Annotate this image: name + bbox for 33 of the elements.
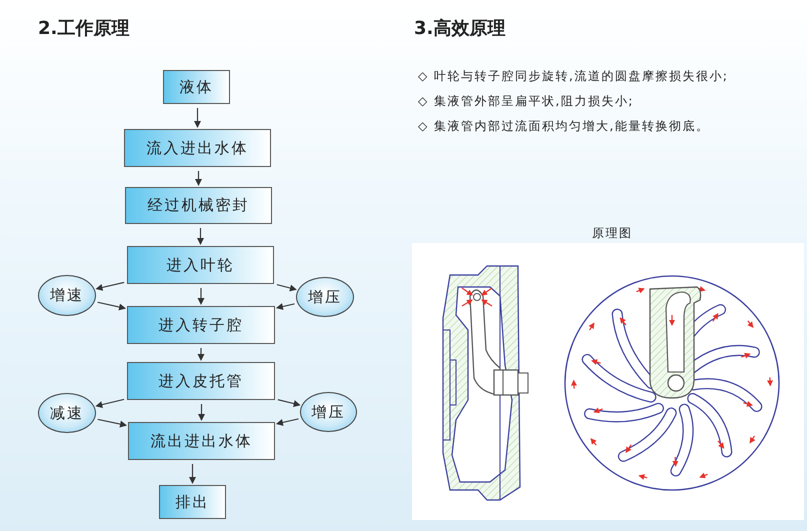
- arrow: [198, 288, 204, 305]
- bullet-text: ◇ 叶轮与转子腔同步旋转,流道的圆盘摩擦损失很小;: [418, 68, 728, 85]
- process-box: 液体: [163, 70, 230, 104]
- arrow: [95, 398, 124, 408]
- bullet-text: ◇ 集液管内部过流面积均匀增大,能量转换彻底。: [418, 118, 710, 135]
- arrow: [197, 228, 204, 245]
- bullet-text: ◇ 集液管外部呈扁平状,阻力损失小;: [418, 93, 634, 110]
- arrow: [195, 171, 202, 186]
- arrow: [276, 418, 299, 426]
- arrow: [189, 464, 196, 484]
- arrow: [276, 303, 295, 310]
- arrow: [276, 284, 297, 292]
- section-heading: 3.高效原理: [414, 17, 506, 40]
- arrow: [194, 108, 201, 128]
- arrow: [278, 399, 301, 407]
- arrow: [198, 348, 204, 361]
- oval-node: 增压: [300, 392, 357, 432]
- section-heading: 2.工作原理: [38, 17, 130, 40]
- oval-node: 减速: [38, 393, 96, 433]
- process-box: 经过机械密封: [125, 187, 272, 224]
- oval-node: 增压: [296, 277, 354, 317]
- process-box: 流入进出水体: [124, 129, 271, 167]
- process-box: 进入叶轮: [127, 246, 274, 284]
- process-box: 流出进出水体: [128, 422, 275, 460]
- arrow: [198, 404, 205, 421]
- process-box: 进入转子腔: [127, 306, 275, 344]
- arrow: [96, 282, 124, 291]
- arrow: [98, 418, 128, 428]
- process-box: 排出: [159, 485, 226, 519]
- process-box: 进入皮托管: [127, 362, 275, 400]
- oval-node: 增速: [38, 275, 96, 316]
- drawing-caption: 原理图: [592, 225, 632, 242]
- arrow: [98, 302, 126, 310]
